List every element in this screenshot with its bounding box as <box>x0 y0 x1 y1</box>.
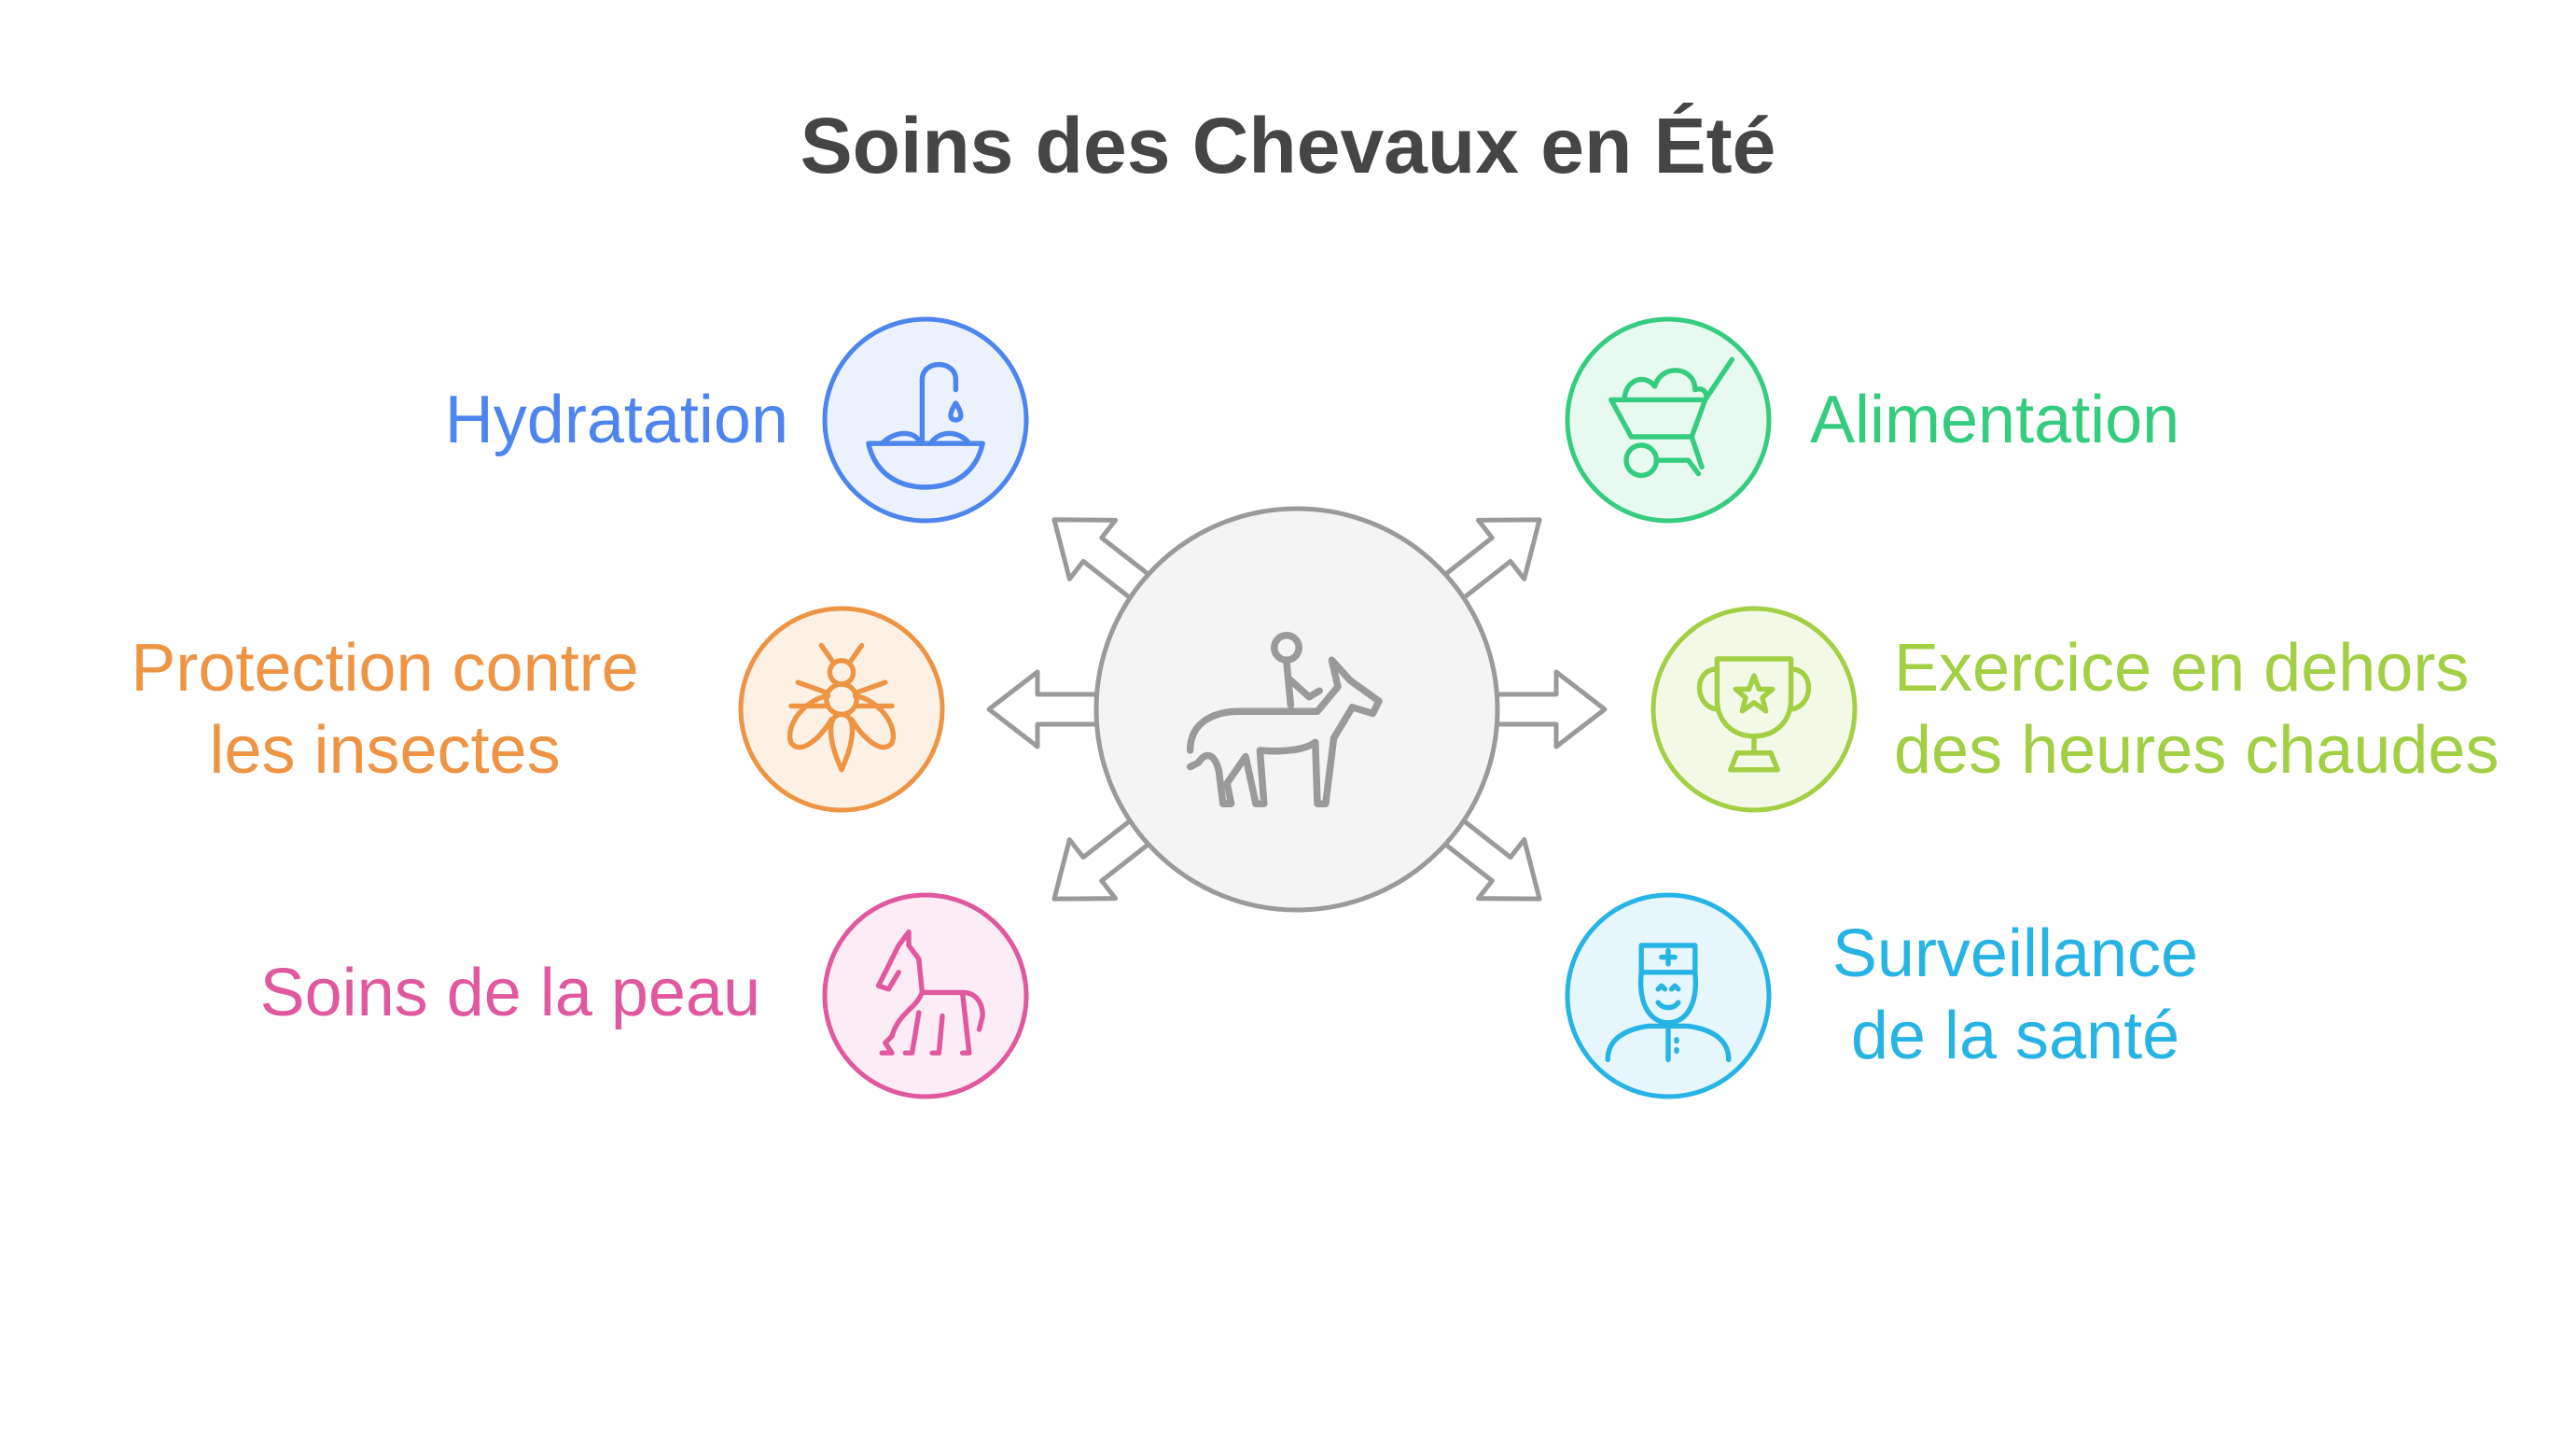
node-exercice <box>1650 606 1858 813</box>
diagram-title: Soins des Chevaux en Été <box>800 102 1776 189</box>
fountain-water-icon <box>866 362 985 490</box>
label-surveillance: Surveillance de la santé <box>1831 916 2199 1073</box>
label-alimentation: Alimentation <box>1810 383 2180 457</box>
horse-icon <box>875 929 985 1056</box>
horse-rider-icon <box>1186 632 1383 807</box>
label-hydratation: Hydratation <box>444 383 788 457</box>
center-hub <box>1093 506 1500 913</box>
node-hydratation <box>822 316 1029 524</box>
arrow-exercice <box>1493 669 1608 749</box>
doctor-icon <box>1605 943 1732 1063</box>
wheelbarrow-icon <box>1608 357 1735 479</box>
arrow-protection <box>986 669 1101 749</box>
node-peau <box>822 892 1029 1099</box>
insect-icon <box>787 642 897 773</box>
trophy-icon <box>1696 656 1812 773</box>
node-alimentation <box>1565 316 1772 524</box>
label-peau: Soins de la peau <box>259 956 760 1030</box>
label-protection: Protection contre les insectes <box>131 631 639 788</box>
label-exercice: Exercice en dehors des heures chaudes <box>1894 631 2499 788</box>
node-surveillance <box>1565 892 1772 1099</box>
node-protection <box>738 606 945 813</box>
